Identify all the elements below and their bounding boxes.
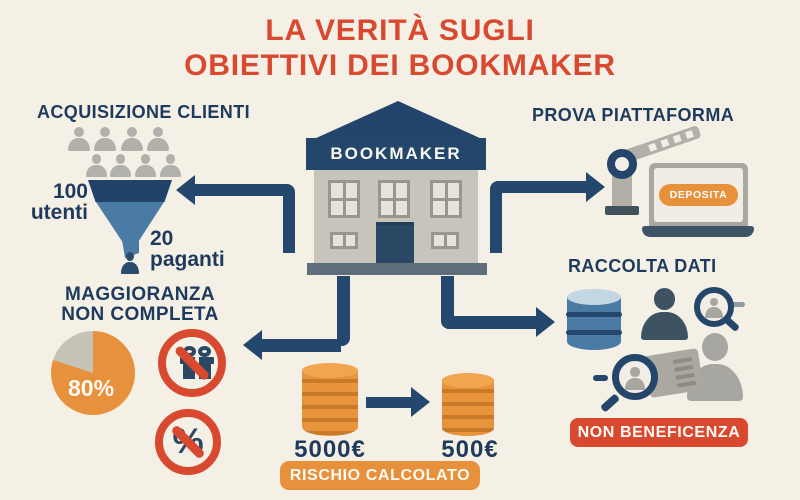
crowd-person-icon [68, 127, 90, 152]
funnel-stat-bottom: 20 paganti [150, 228, 225, 270]
no-percent-ban-icon: % [155, 409, 221, 475]
arrow-to-platform [496, 181, 586, 193]
laptop-base [642, 226, 754, 237]
arrow-to-funnel-head [176, 175, 195, 205]
paying-user-icon [121, 252, 139, 275]
pie-chart-80-percent: 80% [51, 331, 135, 415]
dark-user-icon [641, 288, 688, 342]
crowd-person-icon [135, 154, 156, 178]
funnel-top-label: utenti [30, 201, 88, 224]
funnel-icon [88, 180, 172, 202]
non-beneficenza-badge: NON BENEFICENZA [570, 418, 748, 447]
database-icon [566, 289, 622, 350]
deposita-button: DEPOSITA [658, 184, 739, 206]
inspected-user-icon [625, 367, 645, 391]
rischio-calcolato-badge: RISCHIO CALCOLATO [280, 461, 480, 490]
no-gift-ban-icon [158, 329, 226, 397]
arrow-coins [366, 397, 413, 408]
amount-end-label: 500€ [441, 436, 499, 463]
arrow-to-platform-head [586, 172, 605, 202]
arrow-coins-head [411, 387, 430, 417]
barrier-base-icon [605, 206, 639, 215]
arrow-to-data-head [536, 307, 555, 337]
heading-maggioranza-line2: NON COMPLETA [61, 304, 219, 325]
building-roof [314, 101, 482, 139]
heading-acquisizione-clienti: ACQUISIZIONE CLIENTI [37, 102, 251, 122]
building-window [430, 180, 462, 218]
arrow-to-bans [337, 276, 350, 346]
heading-raccolta-dati: RACCOLTA DATI [568, 256, 717, 276]
funnel-bottom-value: 20 [150, 227, 174, 250]
arrow-to-data [447, 316, 536, 329]
arrow-to-funnel [283, 184, 295, 253]
building-window-small [330, 232, 358, 249]
barrier-pivot-icon [607, 149, 637, 179]
arrow-to-bans-head [243, 330, 262, 360]
heading-maggioranza-line1: MAGGIORANZA [64, 284, 216, 305]
magnifier-user-icon [694, 287, 734, 327]
building-window-small [431, 232, 459, 249]
funnel-bottom-label: paganti [150, 248, 225, 271]
crowd-person-icon [94, 127, 116, 152]
crowd-person-icon [110, 154, 131, 178]
arrow-to-data [441, 276, 454, 329]
page-title-line2: OBIETTIVI DEI BOOKMAKER [184, 49, 616, 82]
arrow-to-bans [261, 339, 341, 352]
funnel-top-value: 100 [52, 180, 88, 203]
bookmaker-sign: BOOKMAKER [306, 138, 486, 170]
arrow-to-platform [490, 181, 502, 253]
arrow-to-funnel [194, 184, 286, 196]
coin-stack-small-icon [442, 373, 494, 436]
building-window [378, 180, 410, 218]
building-window [328, 180, 360, 218]
heading-maggioranza: MAGGIORANZA NON COMPLETA [61, 285, 219, 325]
page-title-line1: LA VERITÀ SUGLI [265, 14, 535, 47]
page-title: LA VERITÀ SUGLI OBIETTIVI DEI BOOKMAKER [0, 13, 800, 83]
laptop-icon: DEPOSITA [649, 163, 748, 227]
coin-stack-large-icon [302, 363, 358, 436]
laptop-screen: DEPOSITA [654, 168, 743, 222]
building-base [307, 263, 487, 275]
pie-chart-label: 80% [68, 375, 115, 401]
crowd-person-icon [147, 127, 169, 152]
building-door [376, 222, 414, 264]
magnifier-handle-icon [599, 393, 621, 413]
magnifier-user-icon [612, 354, 658, 400]
inspected-user-icon [705, 298, 723, 319]
crowd-person-icon [86, 154, 107, 178]
amount-start-label: 5000€ [294, 436, 366, 463]
magnifier-dash-icon [593, 375, 608, 381]
crowd-person-icon [121, 127, 143, 152]
magnifier-dash-icon [731, 302, 745, 307]
heading-prova-piattaforma: PROVA PIATTAFORMA [532, 105, 735, 125]
funnel-stat-top: 100 utenti [28, 181, 88, 223]
